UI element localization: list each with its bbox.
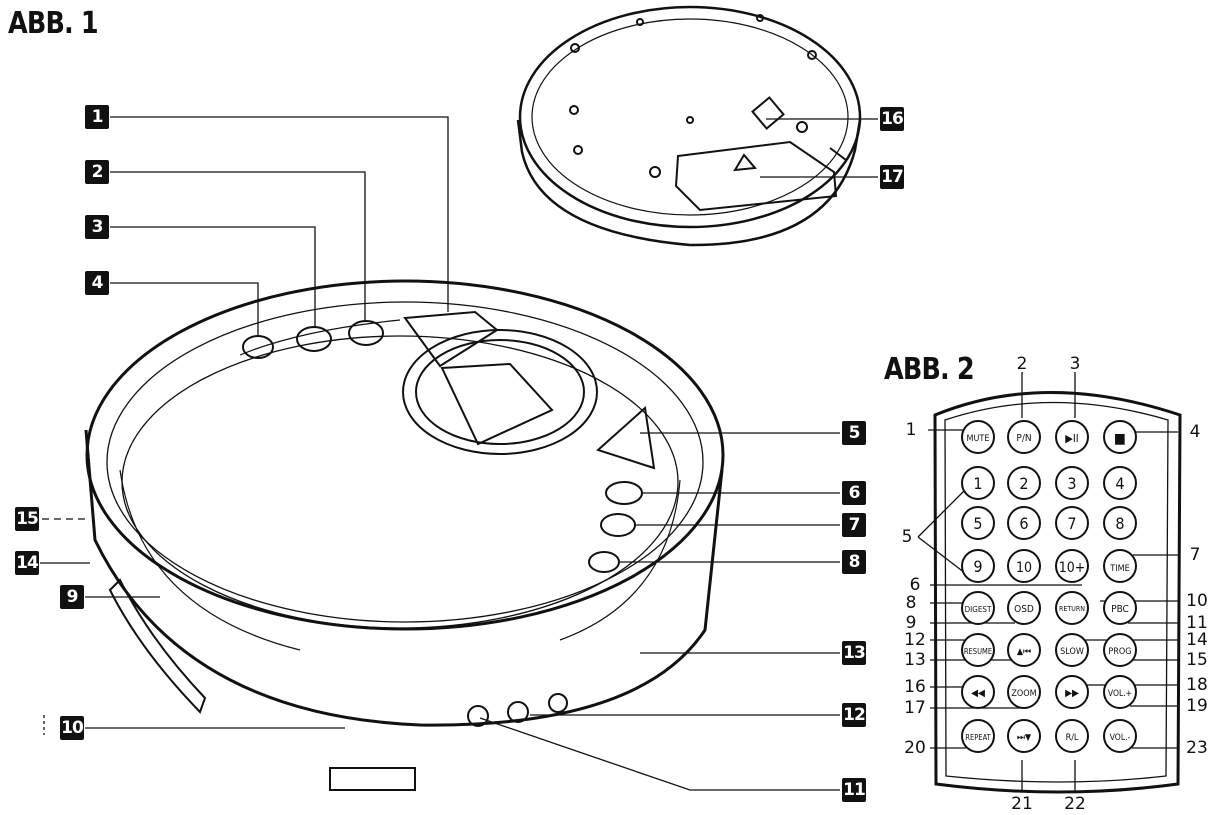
remote-label-4: 4 <box>1189 422 1201 442</box>
btn-8-label: 8 <box>1115 514 1124 533</box>
callout-3: 3 <box>85 215 109 239</box>
btn-volup-label: VOL.+ <box>1108 689 1132 699</box>
remote-label-20: 20 <box>904 738 926 758</box>
figure-1-title: ABB. 1 <box>8 6 99 41</box>
btn-pn-label: P/N <box>1016 433 1031 444</box>
btn-6-label: 6 <box>1019 514 1028 533</box>
callout-1: 1 <box>85 105 109 129</box>
btn-rew-label: ◀◀ <box>971 688 985 699</box>
player-underside <box>516 5 862 247</box>
btn-stop-label: ■ <box>1114 431 1126 447</box>
remote-buttons <box>961 420 1137 753</box>
remote-label-9: 9 <box>905 613 917 633</box>
remote-label-17: 17 <box>904 698 926 718</box>
remote-label-10: 10 <box>1186 591 1208 611</box>
callout-17: 17 <box>880 165 904 189</box>
remote-label-23: 23 <box>1186 738 1208 758</box>
callout-8: 8 <box>842 550 866 574</box>
callout-16: 16 <box>880 107 904 131</box>
callout-12: 12 <box>842 703 866 727</box>
remote-label-1: 1 <box>905 420 917 440</box>
remote-label-8: 8 <box>905 593 917 613</box>
figure-2-title: ABB. 2 <box>884 352 975 387</box>
remote-label-3: 3 <box>1069 354 1081 374</box>
callout-15: 15 <box>15 507 39 531</box>
btn-prog-label: PROG <box>1108 647 1131 657</box>
btn-10-label: 10 <box>1016 560 1032 576</box>
btn-zoom-label: ZOOM <box>1011 689 1036 699</box>
remote-label-12: 12 <box>904 630 926 650</box>
btn-osd-label: OSD <box>1014 604 1034 615</box>
btn-time-label: TIME <box>1109 564 1129 574</box>
btn-next-down-label: ⏭▼ <box>1017 733 1032 743</box>
remote-label-21: 21 <box>1011 794 1033 814</box>
callout-10: 10 <box>60 716 84 740</box>
callout-7: 7 <box>842 513 866 537</box>
callout-13: 13 <box>842 641 866 665</box>
cd-player <box>84 279 725 791</box>
remote-label-18: 18 <box>1186 675 1208 695</box>
remote-label-15: 15 <box>1186 650 1208 670</box>
btn-pbc-label: PBC <box>1111 604 1129 615</box>
btn-1-label: 1 <box>973 474 982 493</box>
callout-14: 14 <box>15 551 39 575</box>
remote-label-16: 16 <box>904 677 926 697</box>
remote-label-11: 11 <box>1186 613 1208 633</box>
remote-label-19: 19 <box>1186 696 1208 716</box>
remote-label-2: 2 <box>1016 354 1028 374</box>
btn-3-label: 3 <box>1067 474 1076 493</box>
remote-control <box>933 391 1182 794</box>
btn-10plus-label: 10+ <box>1059 560 1086 576</box>
remote-label-22: 22 <box>1064 794 1086 814</box>
btn-slow-label: SLOW <box>1060 647 1084 657</box>
btn-ff-label: ▶▶ <box>1065 688 1079 699</box>
btn-return-label: RETURN <box>1059 605 1085 613</box>
callout-5: 5 <box>842 421 866 445</box>
btn-play-pause-label: ▶II <box>1065 432 1078 445</box>
btn-repeat-label: REPEAT <box>965 733 991 742</box>
btn-rl-label: R/L <box>1066 733 1079 743</box>
callout-11: 11 <box>842 778 866 802</box>
remote-label-5: 5 <box>901 527 913 547</box>
callout-4: 4 <box>85 271 109 295</box>
leader-lines-fig1 <box>40 116 878 791</box>
btn-5-label: 5 <box>973 514 982 533</box>
btn-resume-label: RESUME <box>964 647 992 656</box>
remote-label-7: 7 <box>1189 545 1201 565</box>
remote-label-6: 6 <box>909 575 921 595</box>
btn-7-label: 7 <box>1067 514 1076 533</box>
btn-mute-label: MUTE <box>967 434 990 444</box>
callout-6: 6 <box>842 481 866 505</box>
callout-2: 2 <box>85 160 109 184</box>
btn-4-label: 4 <box>1115 474 1124 493</box>
leader-lines-remote <box>917 372 1178 792</box>
btn-voldown-label: VOL.- <box>1110 733 1131 743</box>
callout-9: 9 <box>60 585 84 609</box>
remote-label-14: 14 <box>1186 630 1208 650</box>
btn-digest-label: DIGEST <box>965 605 992 614</box>
btn-2-label: 2 <box>1019 474 1028 493</box>
btn-up-prev-label: ▲⏮ <box>1017 647 1031 657</box>
remote-label-13: 13 <box>904 650 926 670</box>
btn-9-label: 9 <box>973 557 982 576</box>
